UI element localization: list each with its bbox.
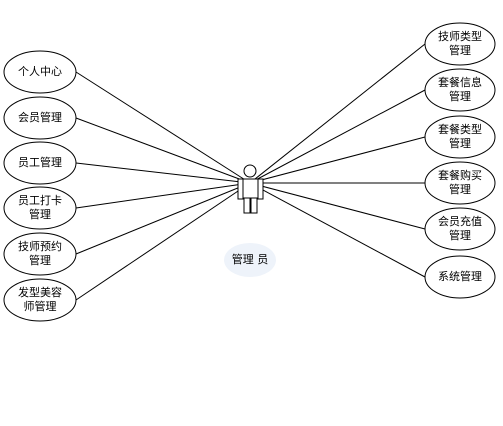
association-line-left-1 xyxy=(75,71,251,184)
association-line-right-3 xyxy=(249,136,426,184)
use-case-label: 技师类型 xyxy=(438,29,482,43)
association-line-left-2 xyxy=(75,117,251,184)
association-line-right-6 xyxy=(249,182,426,278)
association-line-left-6 xyxy=(75,182,251,301)
use-case-ellipse xyxy=(424,207,496,251)
use-case-label: 会员管理 xyxy=(18,110,62,124)
use-case-label: 管理 xyxy=(449,43,471,57)
actor: 管理 员 xyxy=(224,164,276,277)
association-line-left-5 xyxy=(75,182,251,255)
use-case-ellipse xyxy=(3,278,77,322)
use-case-label: 会员充值 xyxy=(438,214,482,228)
use-case-left-2: 会员管理 xyxy=(3,96,77,140)
association-line-right-2 xyxy=(249,89,426,184)
use-case-label: 管理 xyxy=(449,228,471,242)
use-case-ellipse xyxy=(424,22,496,66)
actor-label: 管理 员 xyxy=(232,252,269,266)
use-case-ellipse xyxy=(424,115,496,159)
use-case-ellipse xyxy=(3,232,77,276)
use-case-label: 管理 xyxy=(29,253,51,267)
use-case-label: 管理 xyxy=(449,136,471,150)
use-case-label: 师管理 xyxy=(24,299,57,313)
use-case-label: 发型美容 xyxy=(18,285,62,299)
use-case-ellipse xyxy=(3,186,77,230)
use-case-ellipse xyxy=(424,161,496,205)
use-case-label: 系统管理 xyxy=(438,269,482,283)
use-case-ellipse xyxy=(3,141,77,185)
association-line-left-3 xyxy=(75,162,251,184)
use-case-ellipse xyxy=(424,68,496,112)
use-case-ellipse xyxy=(3,96,77,140)
use-case-label: 套餐类型 xyxy=(438,122,482,136)
use-case-label: 管理 xyxy=(449,89,471,103)
actor-label-glow xyxy=(224,243,276,277)
use-case-ellipse xyxy=(3,50,77,94)
stick-figure-person-icon xyxy=(237,164,264,214)
use-case-left-1: 个人中心 xyxy=(3,50,77,94)
use-case-label: 管理 xyxy=(449,182,471,196)
use-case-label: 员工管理 xyxy=(18,155,62,169)
use-case-label: 个人中心 xyxy=(18,65,62,78)
use-case-label: 技师预约 xyxy=(18,240,62,253)
association-line-right-5 xyxy=(249,182,426,230)
use-case-label: 管理 xyxy=(29,207,51,221)
use-case-label: 员工打卡 xyxy=(18,193,62,207)
use-case-label: 套餐信息 xyxy=(438,75,482,89)
use-cases: 个人中心会员管理员工管理员工打卡管理技师预约管理发型美容师管理技师类型管理套餐信… xyxy=(3,22,496,322)
association-line-right-1 xyxy=(249,43,426,184)
association-line-left-4 xyxy=(75,182,251,209)
use-case-left-3: 员工管理 xyxy=(3,141,77,185)
use-case-right-6: 系统管理 xyxy=(424,255,496,299)
use-case-ellipse xyxy=(424,255,496,299)
use-case-label: 套餐购买 xyxy=(438,168,482,182)
association-lines xyxy=(75,43,426,301)
